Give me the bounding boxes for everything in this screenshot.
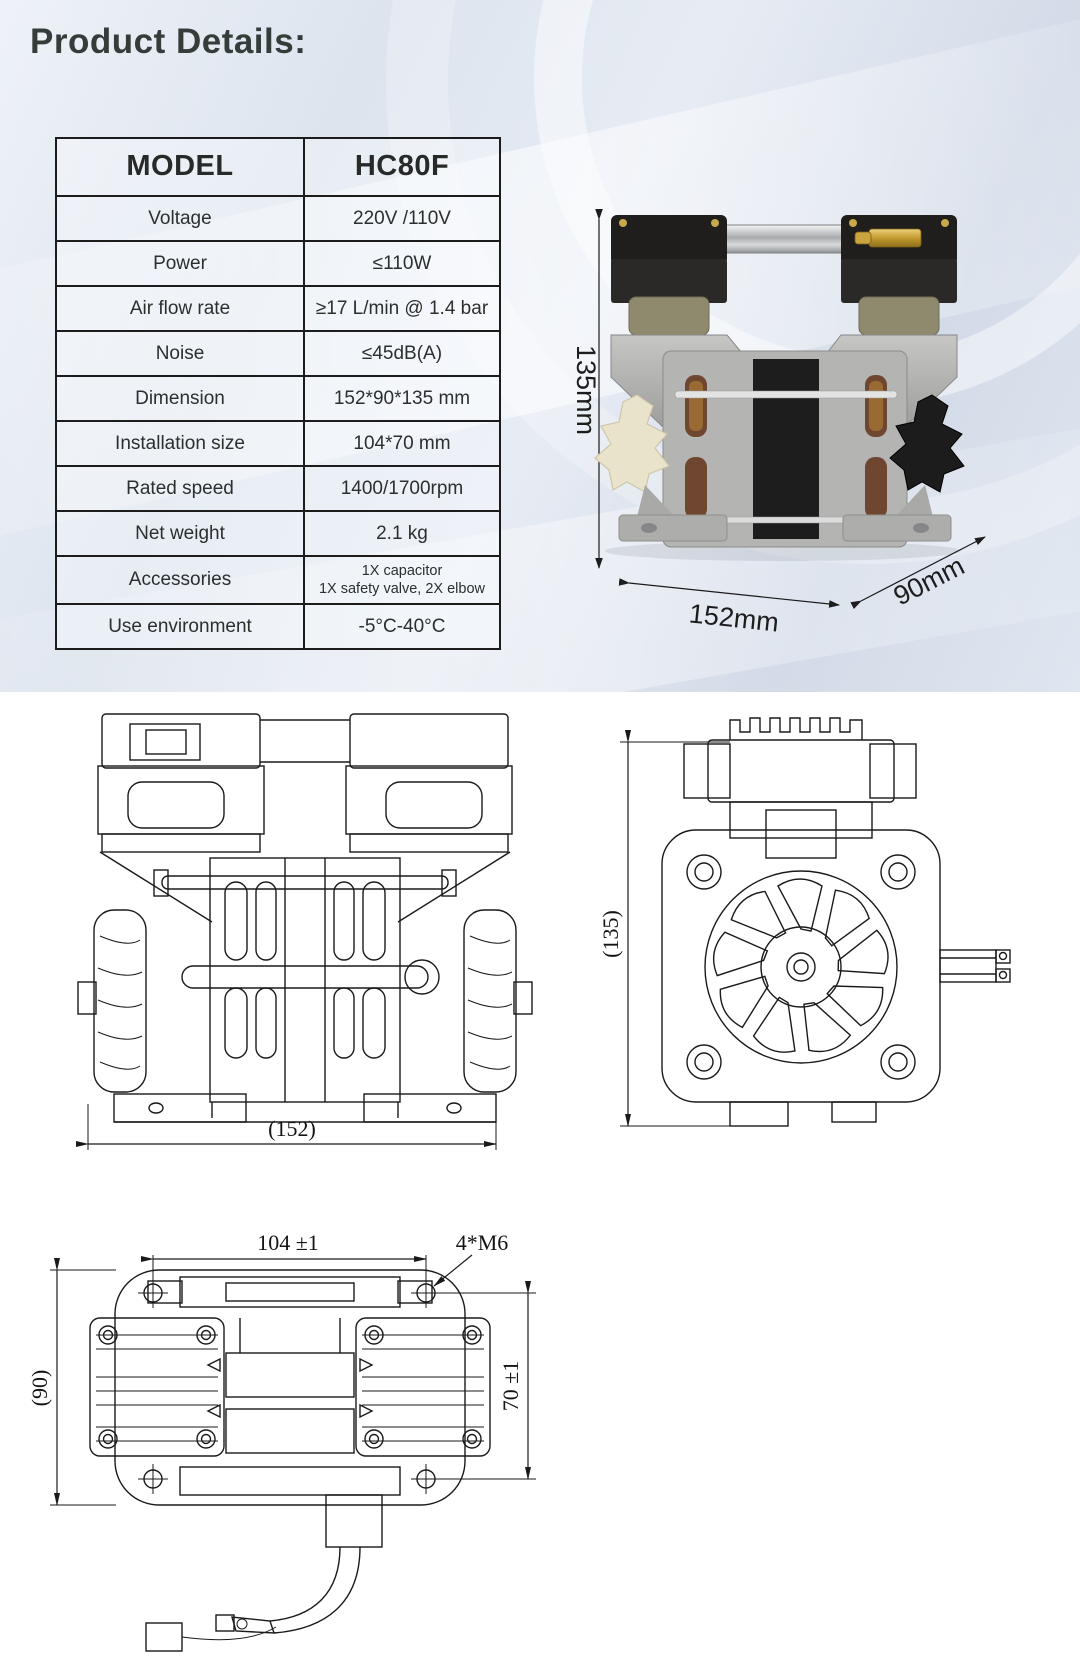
table-row: Power ≤110W bbox=[57, 240, 499, 285]
row-value: 152*90*135 mm bbox=[333, 387, 471, 409]
hole-pitch-y-label: 70 ±1 bbox=[498, 1361, 523, 1412]
row-value: ≤110W bbox=[372, 252, 432, 274]
front-width-dimension: (152) bbox=[76, 1104, 497, 1150]
depth-dim-label: 90mm bbox=[889, 551, 969, 612]
table-row: Rated speed 1400/1700rpm bbox=[57, 465, 499, 510]
row-label: Use environment bbox=[57, 605, 305, 648]
depth-dimension: (90) bbox=[30, 1258, 116, 1506]
thread-callout-label: 4*M6 bbox=[456, 1230, 509, 1255]
cream-fan bbox=[594, 394, 670, 493]
page-title: Product Details: bbox=[30, 22, 307, 61]
row-value: ≤45dB(A) bbox=[361, 342, 443, 364]
hole-pitch-x-label: 104 ±1 bbox=[257, 1230, 319, 1255]
row-label: Accessories bbox=[57, 557, 305, 603]
table-row: Voltage 220V /110V bbox=[57, 195, 499, 240]
top-view-drawing: 104 ±1 4*M6 (90) 70 ±1 bbox=[30, 1230, 536, 1652]
pump-photo-illustration: 135mm bbox=[571, 209, 986, 638]
table-row: Use environment -5°C-40°C bbox=[57, 603, 499, 648]
row-label: Net weight bbox=[57, 512, 305, 555]
technical-drawings: (152) bbox=[0, 692, 1080, 1660]
thread-callout: 4*M6 bbox=[433, 1230, 509, 1287]
table-row: Net weight 2.1 kg bbox=[57, 510, 499, 555]
row-label: Noise bbox=[57, 332, 305, 375]
hole-pitch-x-dimension: 104 ±1 bbox=[141, 1230, 427, 1281]
row-label: Air flow rate bbox=[57, 287, 305, 330]
table-header-row: MODEL HC80F bbox=[57, 139, 499, 195]
hole-pitch-y-dimension: 70 ±1 bbox=[436, 1281, 536, 1480]
width-dimension: 152mm bbox=[618, 578, 840, 638]
hero-section: Product Details: MODEL HC80F Voltage 220… bbox=[0, 0, 1080, 692]
height-dimension: 135mm bbox=[571, 209, 603, 569]
accessories-line-1: 1X capacitor bbox=[361, 562, 443, 579]
black-fan bbox=[889, 394, 965, 493]
pump-body bbox=[594, 215, 965, 561]
spec-table: MODEL HC80F Voltage 220V /110V Power ≤11… bbox=[55, 137, 501, 650]
model-value: HC80F bbox=[354, 150, 450, 183]
side-view-drawing: (135) bbox=[598, 717, 1011, 1127]
row-value: 2.1 kg bbox=[376, 522, 428, 544]
row-label: Voltage bbox=[57, 197, 305, 240]
model-label: MODEL bbox=[57, 139, 305, 195]
side-height-dimension: (135) bbox=[598, 730, 730, 1127]
row-value: 104*70 mm bbox=[353, 432, 451, 454]
row-value: ≥17 L/min @ 1.4 bar bbox=[315, 297, 489, 319]
row-value: 1400/1700rpm bbox=[340, 477, 464, 499]
table-row: Dimension 152*90*135 mm bbox=[57, 375, 499, 420]
row-value: -5°C-40°C bbox=[358, 615, 446, 637]
height-dim-label: 135mm bbox=[571, 345, 601, 435]
table-row: Air flow rate ≥17 L/min @ 1.4 bar bbox=[57, 285, 499, 330]
front-width-label: (152) bbox=[268, 1116, 316, 1141]
product-photo: 135mm bbox=[525, 185, 1035, 655]
row-value: 220V /110V bbox=[353, 207, 451, 229]
width-dim-label: 152mm bbox=[688, 598, 781, 637]
row-value: 1X capacitor 1X safety valve, 2X elbow bbox=[305, 557, 499, 603]
row-label: Power bbox=[57, 242, 305, 285]
accessories-line-2: 1X safety valve, 2X elbow bbox=[318, 581, 486, 597]
table-row: Noise ≤45dB(A) bbox=[57, 330, 499, 375]
depth-label: (90) bbox=[30, 1370, 52, 1407]
table-row: Accessories 1X capacitor 1X safety valve… bbox=[57, 555, 499, 603]
row-label: Dimension bbox=[57, 377, 305, 420]
front-view-drawing: (152) bbox=[76, 713, 533, 1150]
row-label: Rated speed bbox=[57, 467, 305, 510]
row-label: Installation size bbox=[57, 422, 305, 465]
table-row: Installation size 104*70 mm bbox=[57, 420, 499, 465]
side-height-label: (135) bbox=[598, 910, 623, 958]
